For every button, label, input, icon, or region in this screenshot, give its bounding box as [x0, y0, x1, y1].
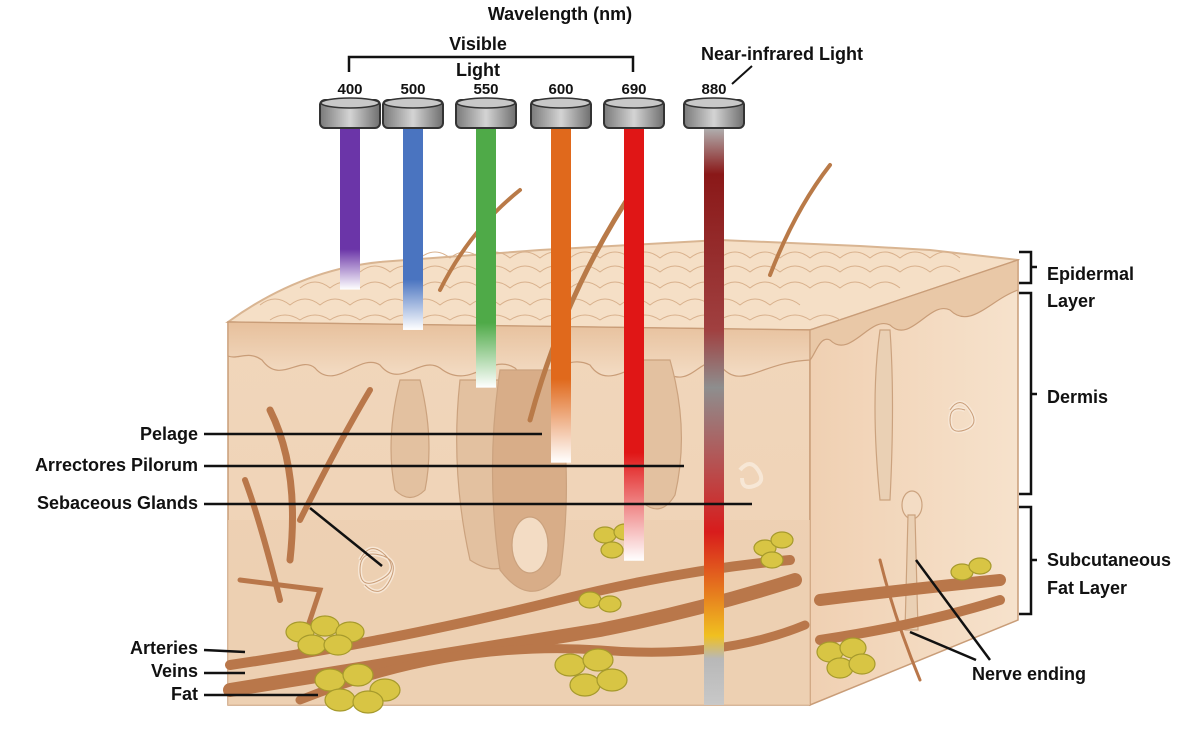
- hair-follicles: [390, 329, 923, 631]
- light-beam-690: [624, 128, 644, 561]
- emitter-cap-top-500: [383, 97, 443, 109]
- wavelength-label-880: 880: [701, 81, 726, 98]
- fat-cluster-7: [816, 637, 876, 679]
- label-nerve-ending: Nerve ending: [972, 664, 1086, 684]
- leader-nerve-ending-1: [914, 559, 992, 661]
- light-beam-400: [340, 128, 360, 290]
- near-infrared-label: Near-infrared Light: [701, 44, 863, 64]
- label-epidermal-2: Layer: [1047, 291, 1095, 311]
- label-subcutaneous-2: Fat Layer: [1047, 578, 1127, 598]
- fat-cluster-2: [314, 663, 401, 714]
- fat-cluster-1: [285, 615, 365, 656]
- bracket-dermis: [1019, 291, 1037, 496]
- label-sebaceous-glands: Sebaceous Glands: [37, 493, 198, 513]
- sweat-glands-outline: [359, 402, 975, 592]
- left-labels: Pelage Arrectores Pilorum Sebaceous Glan…: [35, 424, 752, 704]
- emitter-cap-top-600: [531, 97, 591, 109]
- emitter-cap-top-400: [320, 97, 380, 109]
- wavelength-label-400: 400: [337, 81, 362, 98]
- wavelength-label-690: 690: [621, 81, 646, 98]
- leader-arteries: [203, 648, 246, 654]
- fat-cluster-6: [753, 531, 794, 569]
- leader-sebaceous-glands-2: [309, 507, 383, 567]
- epidermis-side-band: [809, 259, 1019, 362]
- wavelength-label-600: 600: [548, 81, 573, 98]
- light-emitters: 400 500 550 600 690 880: [319, 81, 745, 705]
- fat-cluster-8: [950, 557, 992, 581]
- near-infrared-pointer: [731, 65, 753, 85]
- emitter-cap-top-690: [604, 97, 664, 109]
- label-arteries: Arteries: [130, 638, 198, 658]
- fat-cluster-5: [578, 591, 622, 613]
- right-labels: Epidermal Layer Dermis Subcutaneous Fat …: [909, 250, 1171, 684]
- light-beam-880: [704, 128, 724, 705]
- light-beam-550: [476, 128, 496, 388]
- label-dermis: Dermis: [1047, 387, 1108, 407]
- light-beam-600: [551, 128, 571, 463]
- visible-light-bracket: [347, 55, 635, 72]
- light-beam-500: [403, 128, 423, 330]
- bracket-subcutaneous: [1019, 505, 1037, 616]
- wavelength-title: Wavelength (nm): [488, 4, 632, 24]
- emitter-cap-top-880: [684, 97, 744, 109]
- leader-nerve-ending-2: [909, 630, 977, 662]
- emitter-cap-top-550: [456, 97, 516, 109]
- visible-light-label-2: Light: [456, 60, 500, 80]
- visible-light-label-1: Visible: [449, 34, 507, 54]
- label-arrectores-pilorum: Arrectores Pilorum: [35, 455, 198, 475]
- wavelength-label-550: 550: [473, 81, 498, 98]
- label-epidermal-1: Epidermal: [1047, 264, 1134, 284]
- fat-cluster-3: [554, 648, 628, 697]
- label-veins: Veins: [151, 661, 198, 681]
- hairs: [438, 163, 832, 423]
- bracket-epidermal: [1019, 250, 1037, 285]
- label-fat: Fat: [171, 684, 198, 704]
- wavelength-label-500: 500: [400, 81, 425, 98]
- label-pelage: Pelage: [140, 424, 198, 444]
- label-subcutaneous-1: Subcutaneous: [1047, 550, 1171, 570]
- fat-clusters: [285, 523, 992, 714]
